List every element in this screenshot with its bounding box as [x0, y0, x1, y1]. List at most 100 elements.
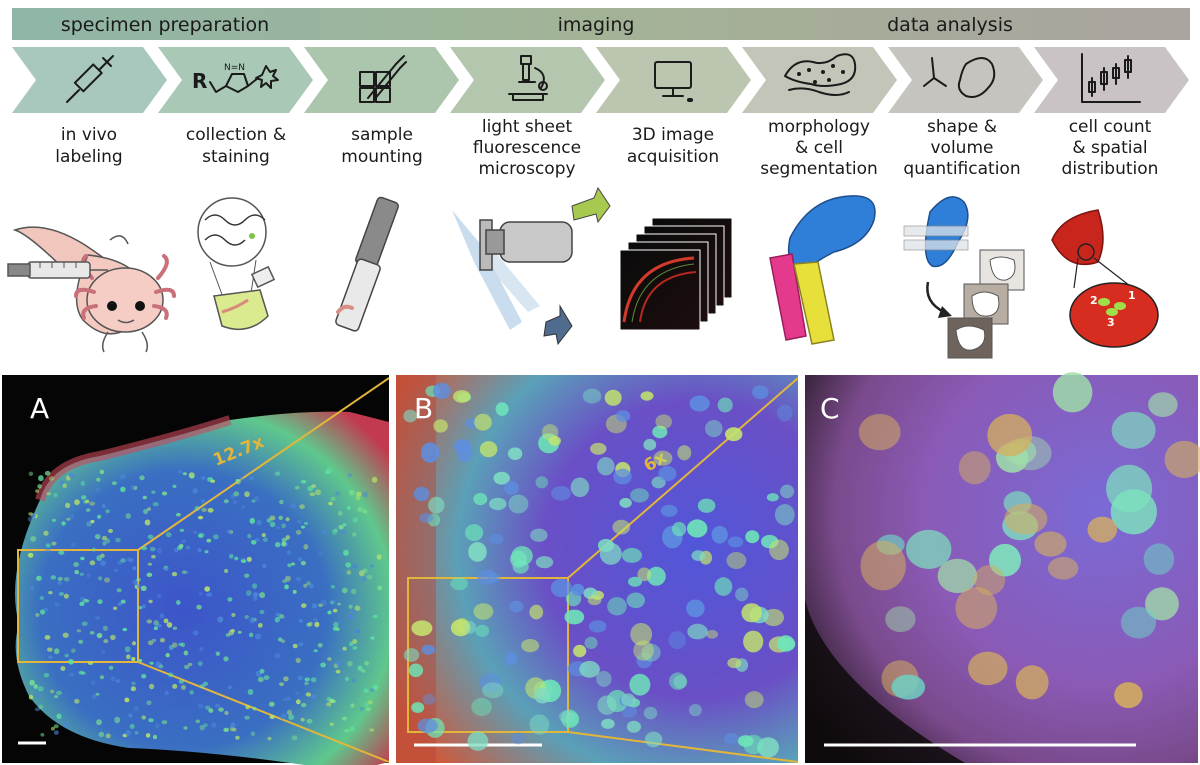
- nucleus-speckle: [288, 714, 295, 720]
- step-7-label-line-1: shape &: [927, 117, 997, 137]
- step-6-label-line-3: segmentation: [760, 159, 878, 179]
- nucleus-speckle: [780, 484, 795, 499]
- nucleus-speckle: [103, 639, 109, 644]
- nucleus-speckle: [50, 575, 57, 580]
- nucleus-speckle: [171, 571, 178, 577]
- nucleus-speckle: [96, 632, 103, 639]
- nucleus-speckle: [508, 494, 529, 514]
- nucleus-speckle: [105, 509, 110, 514]
- nucleus-speckle: [370, 636, 375, 640]
- nucleus-speckle: [630, 623, 653, 646]
- nucleus-speckle: [301, 603, 307, 608]
- nucleus-speckle: [309, 583, 314, 589]
- nucleus-speckle: [70, 542, 76, 547]
- nucleus-speckle: [360, 669, 366, 673]
- nucleus-speckle: [584, 636, 598, 650]
- nucleus-speckle: [133, 705, 140, 712]
- nucleus-speckle: [197, 661, 203, 666]
- nucleus-speckle: [199, 647, 204, 651]
- nucleus-speckle: [294, 485, 300, 490]
- nucleus-speckle: [468, 542, 487, 562]
- step-labels: in vivo labeling collection & staining s…: [55, 117, 1158, 179]
- chevron-step-5: [596, 47, 751, 113]
- nucleus-speckle: [181, 539, 187, 544]
- nucleus-speckle: [125, 730, 131, 736]
- nucleus-speckle: [643, 438, 657, 451]
- nucleus-speckle: [355, 496, 361, 501]
- nucleus-speckle: [200, 498, 206, 504]
- nucleus-speckle: [597, 457, 615, 476]
- nucleus-speckle: [958, 451, 991, 485]
- nucleus-speckle: [590, 442, 607, 455]
- nucleus-speckle: [45, 548, 51, 553]
- nucleus-speckle: [54, 602, 60, 607]
- nucleus-speckle: [278, 515, 283, 520]
- nucleus-speckle: [136, 583, 141, 589]
- nucleus-speckle: [548, 435, 561, 446]
- nucleus-speckle: [44, 470, 51, 476]
- nucleus-speckle: [186, 545, 191, 550]
- nucleus-speckle: [62, 632, 69, 638]
- nucleus-speckle: [282, 713, 287, 718]
- nucleus-speckle: [298, 642, 304, 647]
- nucleus-speckle: [58, 592, 64, 596]
- nucleus-speckle: [195, 719, 200, 724]
- nucleus-speckle: [471, 697, 492, 717]
- nucleus-speckle: [337, 602, 342, 606]
- nucleus-speckle: [689, 395, 710, 412]
- nucleus-speckle: [51, 541, 57, 546]
- nucleus-speckle: [769, 539, 789, 561]
- nucleus-speckle: [131, 681, 136, 686]
- nucleus-speckle: [130, 485, 136, 490]
- nucleus-speckle: [668, 631, 686, 650]
- nucleus-speckle: [669, 672, 687, 690]
- nucleus-speckle: [181, 684, 186, 690]
- nucleus-speckle: [282, 698, 288, 702]
- nucleus-speckle: [1120, 606, 1157, 639]
- nucleus-speckle: [626, 720, 642, 733]
- nucleus-speckle: [131, 657, 136, 661]
- nucleus-speckle: [465, 524, 484, 542]
- nucleus-speckle: [372, 614, 378, 619]
- chevron-step-7: [888, 47, 1043, 113]
- nucleus-speckle: [108, 665, 114, 670]
- nucleus-speckle: [192, 630, 199, 636]
- nucleus-speckle: [327, 657, 332, 661]
- nucleus-speckle: [347, 614, 354, 621]
- nucleus-speckle: [291, 562, 296, 566]
- nucleus-speckle: [232, 500, 238, 505]
- nucleus-speckle: [43, 607, 49, 612]
- nucleus-speckle: [151, 638, 157, 643]
- nucleus-speckle: [35, 489, 40, 493]
- nucleus-speckle: [330, 496, 336, 502]
- nucleus-speckle: [227, 685, 233, 690]
- nucleus-speckle: [51, 518, 57, 522]
- nucleus-speckle: [198, 533, 204, 538]
- step-5-label-line-2: acquisition: [627, 147, 719, 167]
- nucleus-speckle: [68, 472, 75, 479]
- nucleus-speckle: [94, 534, 101, 540]
- nucleus-speckle: [274, 542, 281, 548]
- nucleus-speckle: [352, 639, 358, 644]
- nucleus-speckle: [161, 491, 168, 496]
- nucleus-speckle: [347, 660, 353, 667]
- nucleus-speckle: [318, 551, 323, 556]
- nucleus-speckle: [122, 627, 128, 632]
- step-1-label-line-1: in vivo: [61, 125, 117, 145]
- nucleus-speckle: [529, 714, 550, 735]
- nucleus-speckle: [474, 413, 492, 431]
- staining-tube-illustration: [197, 197, 276, 331]
- nucleus-speckle: [237, 630, 242, 634]
- nucleus-speckle: [295, 657, 301, 664]
- nucleus-speckle: [341, 587, 348, 594]
- nucleus-speckle: [633, 640, 654, 661]
- nucleus-speckle: [27, 516, 33, 522]
- nucleus-speckle: [134, 731, 139, 735]
- nucleus-speckle: [53, 724, 59, 729]
- nucleus-speckle: [201, 507, 207, 512]
- nucleus-speckle: [344, 676, 350, 682]
- nucleus-speckle: [71, 648, 76, 653]
- nucleus-speckle: [274, 471, 281, 476]
- nucleus-speckle: [364, 661, 370, 666]
- nucleus-speckle: [321, 599, 327, 606]
